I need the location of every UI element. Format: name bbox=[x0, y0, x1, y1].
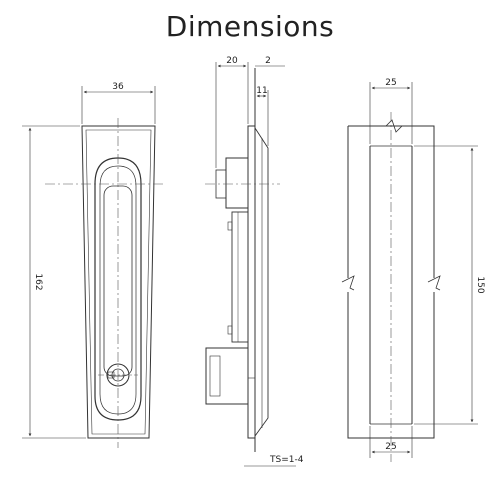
page-title: Dimensions bbox=[165, 10, 335, 43]
cutout-bottom-label: 25 bbox=[385, 442, 396, 452]
side-flange-label: 2 bbox=[265, 56, 271, 66]
front-view bbox=[22, 86, 165, 448]
cutout-width-label: 25 bbox=[385, 78, 396, 88]
handle-body-inner-outline bbox=[85, 129, 152, 435]
break-symbol-right bbox=[427, 275, 441, 291]
front-height-label: 162 bbox=[33, 273, 43, 290]
side-depth-label: 20 bbox=[226, 56, 238, 66]
flange bbox=[247, 125, 256, 439]
side-thickness-label: TS=1-4 bbox=[269, 455, 304, 465]
rear-rail bbox=[231, 211, 249, 343]
handle-body-outline bbox=[81, 125, 156, 439]
front-width-label: 36 bbox=[112, 82, 124, 92]
grip-pocket bbox=[94, 157, 142, 421]
cutout-view bbox=[341, 82, 478, 462]
front-cap bbox=[254, 127, 269, 437]
side-view bbox=[205, 62, 296, 467]
latch-body bbox=[225, 157, 249, 209]
lock-housing bbox=[205, 347, 249, 405]
side-offset-label: 11 bbox=[256, 86, 267, 96]
panel-outline-upper bbox=[347, 125, 435, 278]
cutout-height-label: 150 bbox=[475, 276, 485, 293]
grip-pocket-inner bbox=[99, 165, 137, 415]
break-symbol-left bbox=[341, 275, 355, 291]
break-symbol-top bbox=[385, 119, 403, 133]
lock-housing-back bbox=[209, 355, 221, 397]
